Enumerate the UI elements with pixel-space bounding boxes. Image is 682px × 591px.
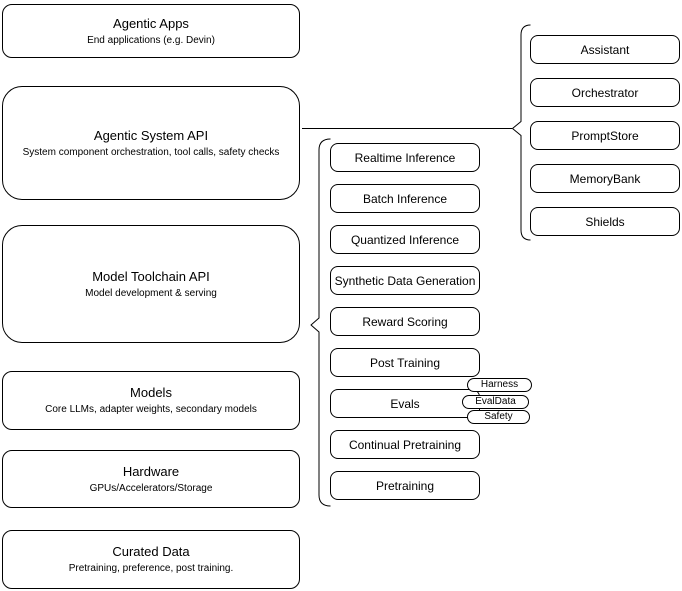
node-title: Agentic Apps: [113, 15, 189, 31]
node-shields: Shields: [530, 207, 680, 236]
evals-tag-safety: Safety: [467, 410, 530, 424]
node-assistant: Assistant: [530, 35, 680, 64]
node-promptstore: PromptStore: [530, 121, 680, 150]
node-agentic-system-api: Agentic System API System component orch…: [2, 86, 300, 200]
node-hardware: Hardware GPUs/Accelerators/Storage: [2, 450, 300, 508]
node-subtitle: End applications (e.g. Devin): [87, 34, 215, 46]
node-post-training: Post Training: [330, 348, 480, 377]
system-components-bracket: [512, 24, 531, 241]
node-reward-scoring: Reward Scoring: [330, 307, 480, 336]
node-batch-inference: Batch Inference: [330, 184, 480, 213]
system-components-stack: Assistant Orchestrator PromptStore Memor…: [530, 35, 680, 236]
node-orchestrator: Orchestrator: [530, 78, 680, 107]
node-title: Curated Data: [112, 544, 190, 559]
evals-tag-harness: Harness: [467, 378, 532, 392]
node-continual-pretraining: Continual Pretraining: [330, 430, 480, 459]
node-title: Hardware: [122, 463, 180, 479]
node-synthetic-data-generation: Synthetic Data Generation: [330, 266, 480, 295]
node-subtitle: Model development & serving: [85, 287, 217, 299]
toolchain-bracket: [310, 138, 331, 507]
node-subtitle: Core LLMs, adapter weights, secondary mo…: [45, 404, 257, 415]
node-models: Models Core LLMs, adapter weights, secon…: [2, 371, 300, 430]
node-subtitle: Pretraining, preference, post training.: [68, 563, 234, 574]
node-title: Models: [130, 385, 172, 400]
node-title: Model Toolchain API: [92, 268, 210, 284]
node-model-toolchain-api: Model Toolchain API Model development & …: [2, 225, 300, 343]
node-curated-data: Curated Data Pretraining, preference, po…: [2, 530, 300, 589]
node-quantized-inference: Quantized Inference: [330, 225, 480, 254]
node-subtitle: System component orchestration, tool cal…: [22, 146, 280, 158]
node-realtime-inference: Realtime Inference: [330, 143, 480, 172]
node-subtitle: GPUs/Accelerators/Storage: [89, 482, 213, 494]
node-agentic-apps: Agentic Apps End applications (e.g. Devi…: [2, 4, 300, 58]
node-evals: Evals: [330, 389, 480, 418]
node-memorybank: MemoryBank: [530, 164, 680, 193]
node-pretraining: Pretraining: [330, 471, 480, 500]
node-title: Agentic System API: [93, 127, 209, 143]
evals-tag-evaldata: EvalData: [462, 395, 529, 409]
toolchain-stack: Realtime Inference Batch Inference Quant…: [330, 143, 480, 500]
